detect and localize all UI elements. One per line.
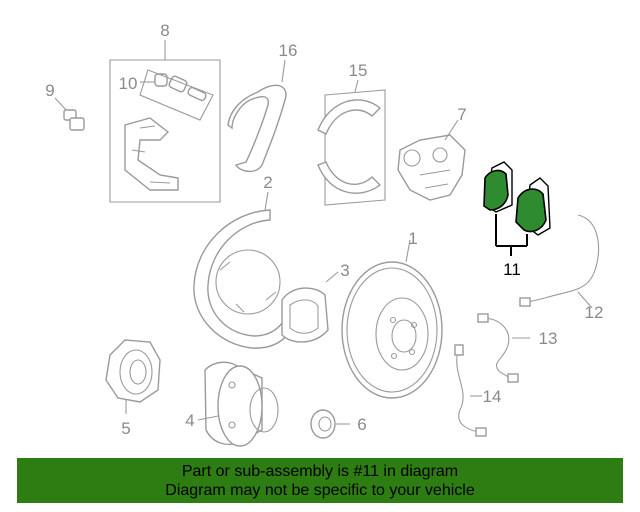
callout-7: 7	[457, 105, 466, 124]
callout-6: 6	[357, 415, 366, 434]
callout-10: 10	[119, 74, 138, 93]
callout-8: 8	[160, 21, 169, 40]
part-13-brake-line	[477, 313, 530, 383]
callout-12: 12	[585, 303, 604, 322]
part-8-bracket-kit	[109, 40, 221, 203]
callout-2: 2	[263, 173, 272, 192]
part-15-brake-shoes	[317, 79, 386, 206]
callout-14: 14	[483, 387, 502, 406]
part-6-nut	[310, 409, 350, 439]
part-1-rotor	[341, 239, 443, 399]
part-7-caliper	[397, 119, 466, 201]
callout-9: 9	[45, 81, 54, 100]
notice-banner: Part or sub-assembly is #11 in diagram D…	[17, 458, 623, 503]
callout-16: 16	[279, 41, 298, 60]
callout-13: 13	[539, 329, 558, 348]
notice-line-2: Diagram may not be specific to your vehi…	[165, 482, 475, 499]
part-3-cover	[281, 271, 339, 343]
part-4-hub	[197, 361, 279, 447]
callout-1: 1	[408, 229, 417, 248]
parts-diagram: 8 10 9 16 15 7 11	[45, 21, 604, 447]
part-11-brake-pads	[483, 161, 551, 256]
part-9-bolt	[54, 97, 85, 131]
callout-15: 15	[349, 61, 368, 80]
part-5-bearing	[105, 339, 161, 414]
callout-4: 4	[185, 411, 194, 430]
notice-line-1: Part or sub-assembly is #11 in diagram	[181, 463, 459, 480]
callout-3: 3	[340, 261, 349, 280]
part-16-spring	[227, 59, 287, 173]
part-14-sensor-wire	[454, 344, 487, 437]
callout-11: 11	[503, 260, 521, 279]
callout-5: 5	[121, 419, 130, 438]
part-12-wear-sensor	[519, 214, 600, 309]
